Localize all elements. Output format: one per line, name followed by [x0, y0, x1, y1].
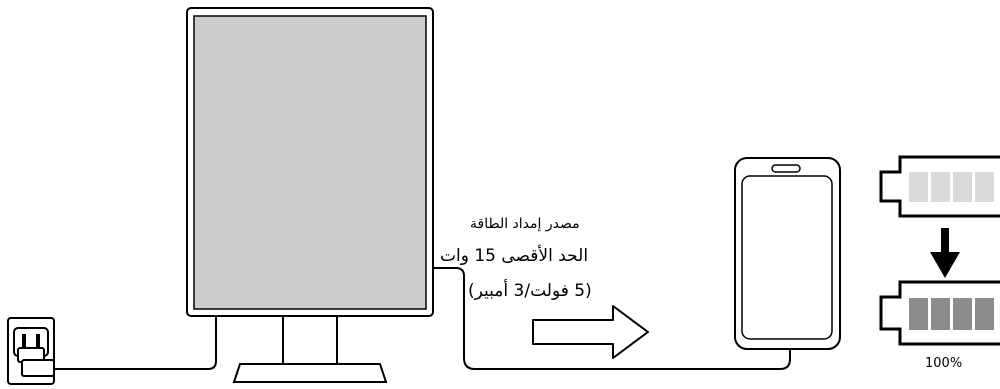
power-spec-label: (5 فولت/3 أمبير) [468, 281, 592, 301]
battery-segment [931, 298, 950, 330]
wall-outlet-icon [7, 317, 55, 385]
battery-segment [953, 172, 972, 202]
battery-segment [931, 172, 950, 202]
battery-segment [909, 172, 928, 202]
max-power-label: الحد الأقصى 15 وات [440, 246, 589, 266]
battery-before-icon [879, 155, 1000, 218]
outlet-cable [54, 316, 217, 370]
right-arrow-icon [532, 305, 649, 359]
battery-segment [975, 172, 994, 202]
battery-segment [953, 298, 972, 330]
monitor-icon [186, 7, 434, 383]
smartphone-icon [734, 157, 841, 350]
charge-percent-label: 100% [925, 356, 963, 371]
battery-segment [975, 298, 994, 330]
power-supply-label: مصدر إمداد الطاقة [470, 216, 580, 232]
battery-after-icon [879, 280, 1000, 346]
down-arrow-icon [930, 228, 960, 278]
battery-segment [909, 298, 928, 330]
usb-cable [433, 267, 791, 370]
